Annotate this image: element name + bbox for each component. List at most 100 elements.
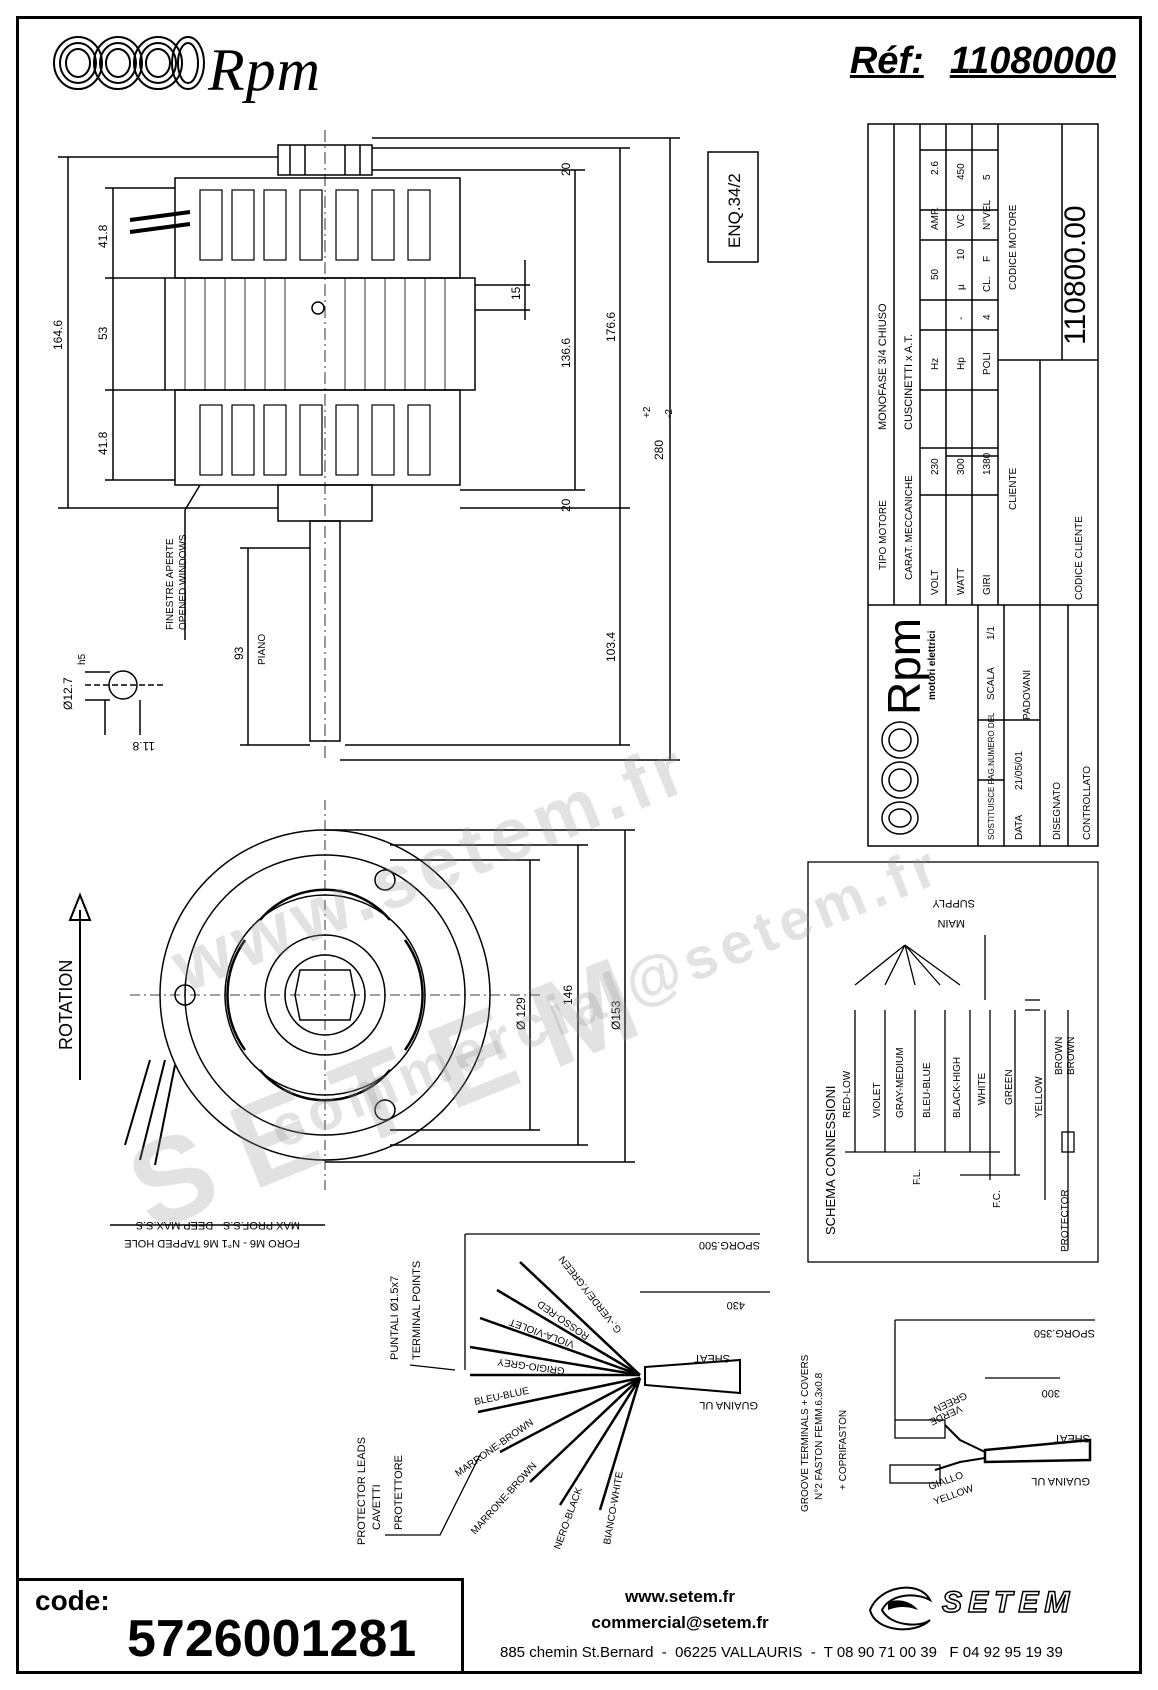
side-view-dims: 164.6 41.8 53 41.8 20 136.6 20 15 176.6 …	[51, 162, 744, 753]
vc-label: VC	[956, 214, 967, 228]
nvel-value: 5	[982, 174, 993, 180]
windows-it: FINESTRE APERTE	[165, 538, 176, 630]
dim-153: Ø153	[609, 1000, 623, 1030]
amp-value: 2.6	[930, 161, 941, 175]
rpm-logo: Rpm	[48, 28, 368, 103]
controllato-label: CONTROLLATO	[1082, 766, 1093, 840]
sostituisce-label: SOSTITUISCE PAG.NUMERO DEL	[987, 712, 996, 840]
codice-cliente-label: CODICE CLIENTE	[1074, 516, 1085, 600]
groove-terminals: GROOVE TERMINALS + COVERS	[800, 1354, 811, 1512]
giri-label: GIRI	[982, 574, 993, 595]
disegnato-label: DISEGNATO	[1052, 782, 1063, 840]
puntali: PUNTALI Ø1.5x7	[389, 1276, 401, 1360]
terminal-points: TERMINAL POINTS	[411, 1261, 423, 1360]
protector-leads: PROTECTOR LEADS	[356, 1437, 368, 1545]
leads-sheat: SHEAT	[694, 1352, 730, 1364]
volt-label: VOLT	[930, 570, 941, 595]
amp-label: AMP.	[930, 207, 941, 230]
dim-300: 300	[1042, 1387, 1060, 1399]
cl-value: F	[982, 256, 993, 262]
title-block-text: TIPO MOTORE MONOFASE 3/4 CHIUSO CARAT. M…	[877, 161, 1093, 840]
data-label: DATA	[1014, 814, 1025, 840]
dim-20-top: 20	[559, 162, 573, 176]
dim-11-8: 11.8	[132, 739, 155, 753]
dim-93: 93	[232, 646, 246, 660]
wire-gray-medium: GRAY-MEDIUM	[895, 1047, 906, 1118]
wire-brown-2: BROWN	[1066, 1037, 1077, 1075]
poli-value: 4	[982, 314, 993, 320]
dim-136-6: 136.6	[559, 338, 573, 368]
tol-plus: +2	[642, 406, 653, 418]
lead-blue: BLEU-BLUE	[473, 1386, 530, 1408]
hz-label: Hz	[930, 358, 941, 370]
reference: Réf:11080000	[850, 40, 1116, 83]
wire-yellow: YELLOW	[1034, 1076, 1045, 1118]
nvel-label: N°VEL	[982, 199, 993, 230]
faston: N°2 FASTON FEMM.6.3x0.8	[814, 1372, 825, 1500]
scala-value: 1/1	[986, 626, 997, 640]
enq-label: ENQ.34/2	[725, 173, 744, 248]
tipo-motore-label: TIPO MOTORE	[878, 500, 889, 570]
tapped-hole-en: FORO M6 - N°1 M6 TAPPED HOLE	[124, 1237, 300, 1249]
dim-146: 146	[561, 985, 575, 1005]
disegnato-value: PADOVANI	[1022, 670, 1033, 720]
cap-sheat: SHEAT	[1054, 1432, 1090, 1444]
website-link[interactable]: www.setem.fr	[625, 1587, 735, 1606]
dim-176-6: 176.6	[604, 312, 618, 342]
dim-41-8-bot: 41.8	[96, 431, 110, 455]
wire-brown-1: BROWN	[1054, 1037, 1065, 1075]
front-view-text: ROTATION Ø 129 146 Ø153 FORO M6 - N°1 M6…	[56, 960, 623, 1249]
dim-280: 280	[652, 440, 666, 460]
cavetti: CAVETTI	[371, 1484, 383, 1530]
tipo-motore-value: MONOFASE 3/4 CHIUSO	[877, 303, 889, 430]
tol-minus: -2	[664, 409, 675, 418]
giri-value: 1380	[982, 452, 993, 475]
lead-grey: GRIGIO-GREY	[496, 1356, 565, 1376]
tb-logo-brand: Rpm	[878, 618, 930, 715]
main-label: MAIN	[937, 917, 965, 929]
dim-41-8-top: 41.8	[96, 224, 110, 248]
sporg500: SPORG.500	[699, 1239, 760, 1251]
drawing-frame	[16, 16, 1142, 1674]
sporg350: SPORG.350	[1034, 1327, 1095, 1339]
tb-logo-sub: motori elettrici	[927, 630, 938, 700]
side-view	[58, 130, 759, 761]
wire-red-low: RED-LOW	[842, 1070, 853, 1118]
wire-green: GREEN	[1004, 1069, 1015, 1105]
email-link[interactable]: commercial@setem.fr	[591, 1613, 769, 1632]
schema-connessioni	[807, 861, 1099, 1263]
volt-value: 230	[930, 458, 941, 475]
watt-value: 300	[956, 458, 967, 475]
contact: www.setem.fr commercial@setem.fr	[540, 1584, 820, 1636]
fl-label: F.L.	[912, 1169, 923, 1185]
leads-drawing	[385, 1233, 770, 1536]
lead-white: BIANCO-WHITE	[602, 1471, 626, 1546]
dim-129: Ø 129	[514, 997, 528, 1030]
title-block-logo-icon	[881, 721, 919, 835]
sostituisce-value: -	[986, 717, 997, 720]
setem-brand: SETEM	[941, 1585, 1076, 1620]
mu-value: 10	[956, 248, 967, 260]
carat-value: CUSCINETTI x A.T.	[903, 334, 915, 430]
cap-guaina: GUAINA UL	[1031, 1475, 1090, 1487]
poli-label: POLI	[982, 352, 993, 375]
watt-label: WATT	[956, 568, 967, 595]
schema-text: SCHEMA CONNESSIONI MAIN SUPPLY RED-LOW V…	[823, 897, 1077, 1252]
dim-53: 53	[96, 326, 110, 340]
wire-black-high: BLACK-HIGH	[952, 1057, 963, 1118]
coil-logo-icon	[53, 36, 205, 90]
brand-name: Rpm	[208, 37, 321, 103]
rotation-label: ROTATION	[56, 960, 76, 1050]
leads-guaina: GUAINA UL	[699, 1399, 758, 1411]
carat-label: CARAT. MECCANICHE	[904, 475, 915, 580]
schema-title: SCHEMA CONNESSIONI	[823, 1085, 838, 1235]
capacitor-leads-text: SPORG.350 300 SHEAT GUAINA UL VERDE GREE…	[800, 1327, 1095, 1512]
h5: h5	[77, 653, 88, 665]
dim-103-4: 103.4	[604, 632, 618, 662]
scala-label: SCALA	[986, 667, 997, 700]
cliente-label: CLIENTE	[1008, 467, 1019, 510]
ref-label: Réf:	[849, 40, 924, 82]
dim-430: 430	[727, 1299, 745, 1311]
code-label: code:	[35, 1585, 110, 1616]
